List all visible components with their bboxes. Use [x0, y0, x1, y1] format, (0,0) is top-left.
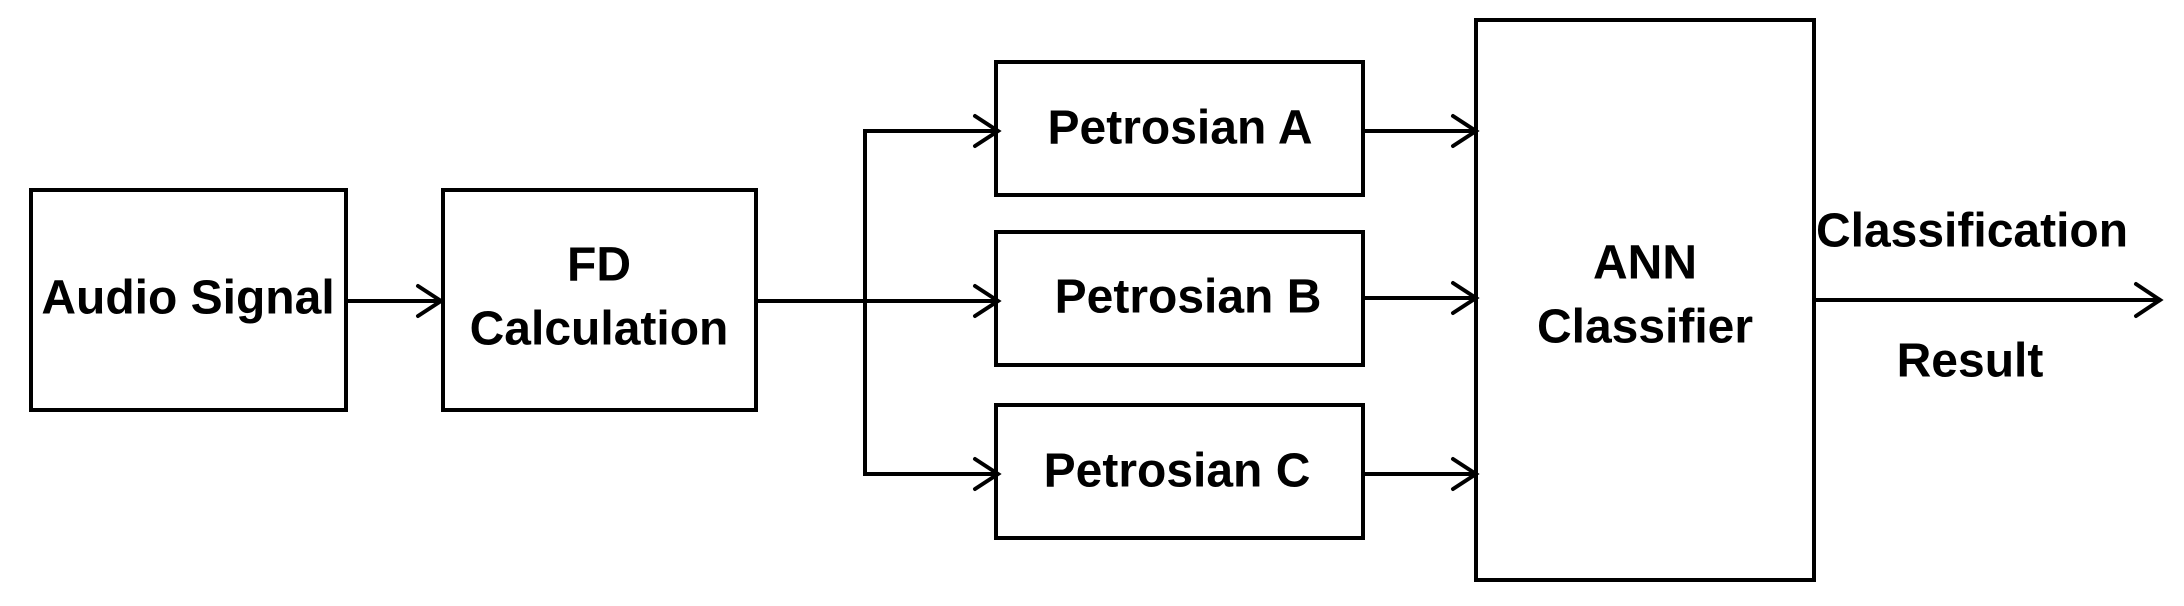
- audio-signal-block: Audio Signal: [29, 188, 348, 412]
- petrosian-c-label: Petrosian C: [1044, 445, 1311, 498]
- arrow-audio-to-fd: [344, 284, 445, 318]
- arrowhead-petrosian-a: [973, 114, 1002, 148]
- output-label-line1: Classification: [1816, 205, 2128, 258]
- arrowhead-petrosian-b: [973, 284, 1002, 318]
- petrosian-c-block: Petrosian C: [994, 403, 1365, 540]
- petrosian-b-block: Petrosian B: [994, 230, 1365, 367]
- arrow-petrosian-a-to-ann: [1361, 114, 1480, 148]
- arrow-petrosian-c-to-ann: [1361, 457, 1480, 491]
- output-label-line2: Result: [1897, 335, 2044, 388]
- ann-classifier-block: ANN Classifier: [1474, 18, 1816, 582]
- ann-classifier-label-line2: Classifier: [1537, 301, 1753, 354]
- fd-calculation-label-line2: Calculation: [470, 303, 729, 356]
- fd-calculation-block: FD Calculation: [441, 188, 758, 412]
- arrowhead-petrosian-c: [973, 457, 1002, 491]
- petrosian-b-label: Petrosian B: [1055, 271, 1322, 324]
- branch-connector: [754, 129, 998, 476]
- output-arrow: [1812, 282, 2164, 318]
- arrow-petrosian-b-to-ann: [1361, 281, 1480, 315]
- petrosian-a-label: Petrosian A: [1048, 102, 1313, 155]
- petrosian-a-block: Petrosian A: [994, 60, 1365, 197]
- ann-classifier-label-line1: ANN: [1593, 237, 1697, 290]
- audio-signal-label: Audio Signal: [41, 272, 334, 325]
- fd-calculation-label-line1: FD: [567, 239, 631, 292]
